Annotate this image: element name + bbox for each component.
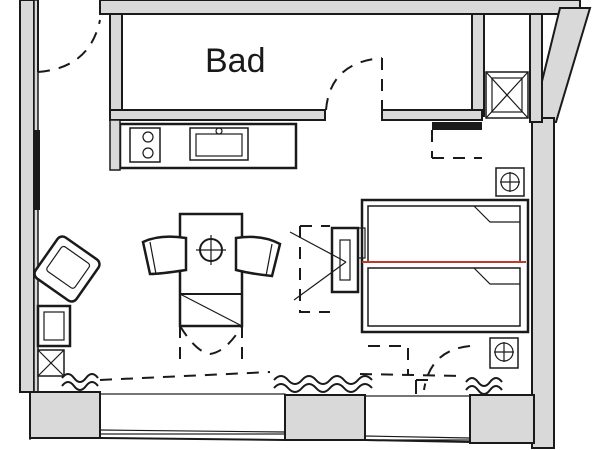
double-bed [354,198,530,334]
burner-icon [142,147,154,159]
entrance-door-swing [37,19,101,73]
bathroom-right-wall [471,13,485,117]
burner-icon [142,131,154,143]
shaft-wall [529,13,543,123]
bathroom-bottom-wall-right [381,109,483,121]
balcony-door [368,345,471,394]
bathroom-bottom-wall-left [109,109,326,121]
mattress-top [367,205,521,263]
cabinet [36,304,72,348]
window-right [364,395,471,441]
shaft-sill [432,122,482,130]
left-wall-marker [34,130,40,210]
armchair [33,235,101,303]
top-wall [99,0,581,15]
dining-area [141,212,282,362]
bathroom-label: Bad [205,42,266,80]
tv-unit [289,225,360,313]
blanket-fold-top [473,205,520,223]
bathroom-door-swing [325,57,383,111]
tv-dashed-outline [299,225,330,313]
bottom-wall-right [469,394,535,444]
armchair-body [33,235,101,303]
bathroom-left-wall [109,13,123,117]
bottom-wall-mid [284,394,366,441]
bathroom: Bad [109,13,485,121]
entrance-door [37,0,101,73]
side-cabinet [36,304,72,377]
bedside-table-top [495,167,525,197]
window-left [99,393,286,435]
radiator-middle [273,375,373,385]
left-wall-details [29,392,471,443]
bedside-table-bottom [489,337,519,369]
left-wall [19,0,35,393]
sink [189,127,249,161]
radiator-right [465,377,503,387]
radiator-left [61,373,99,383]
dining-table [178,212,244,328]
utility-shaft [431,13,543,159]
table-leaf-swing [179,325,243,362]
radiators [61,371,503,395]
bottom-wall-left [29,391,101,439]
kitchenette [109,119,298,171]
faucet-icon [215,127,223,135]
tv-stand [330,226,360,294]
blanket-fold-bottom [473,267,520,285]
right-wall [531,117,555,449]
chair-right [234,235,282,278]
mattress-bottom [367,267,521,327]
balcony-door-swing [368,345,471,391]
